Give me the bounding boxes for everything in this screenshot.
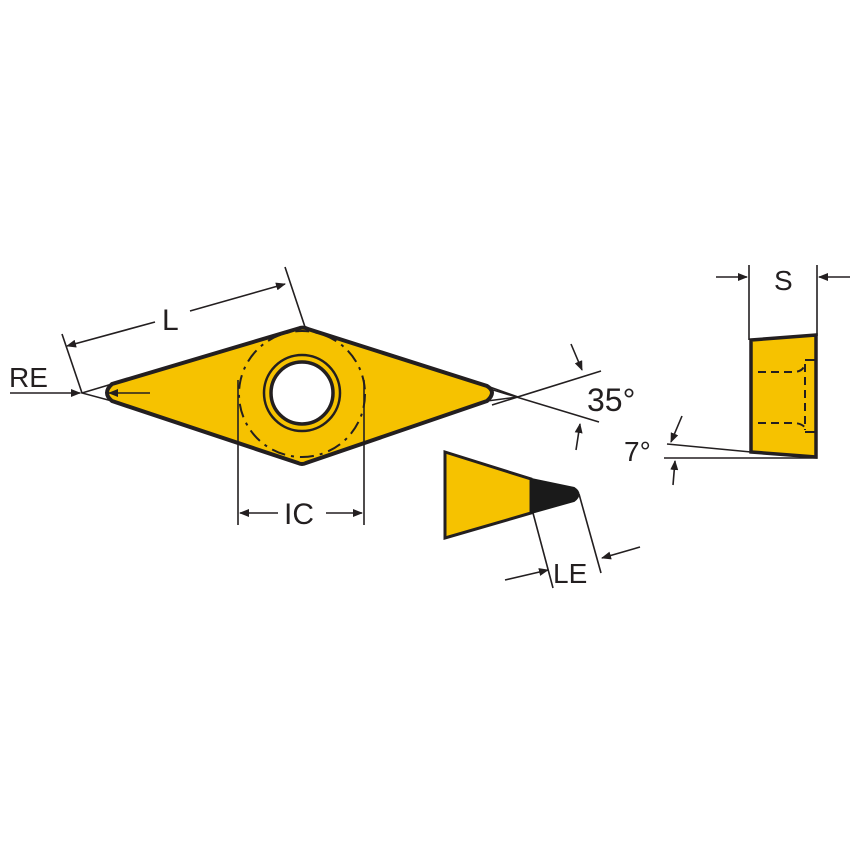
- nose-angle-label: 35°: [587, 382, 635, 418]
- hole-counterbore: [262, 353, 342, 433]
- inscribed-circle: [238, 330, 366, 458]
- insert-side-view: [716, 265, 850, 459]
- length-label: L: [162, 304, 179, 337]
- length-dimension: [61, 266, 306, 394]
- thickness-label: S: [774, 265, 793, 296]
- nose-angle-dimension: [489, 343, 602, 451]
- edge-detail-body: [443, 449, 533, 540]
- insert-top-view: [79, 325, 519, 466]
- corner-radius-label: RE: [9, 362, 48, 393]
- ic-dimension: [237, 380, 365, 525]
- center-hole: [269, 360, 335, 426]
- ic-label: IC: [284, 498, 314, 531]
- clearance-angle-label: 7°: [624, 436, 651, 467]
- edge-length-label: LE: [553, 558, 587, 589]
- edge-prep-land: [530, 477, 580, 515]
- clearance-angle-dimension: [664, 415, 817, 486]
- edge-detail-view: [443, 449, 641, 589]
- side-view-body: [749, 333, 818, 459]
